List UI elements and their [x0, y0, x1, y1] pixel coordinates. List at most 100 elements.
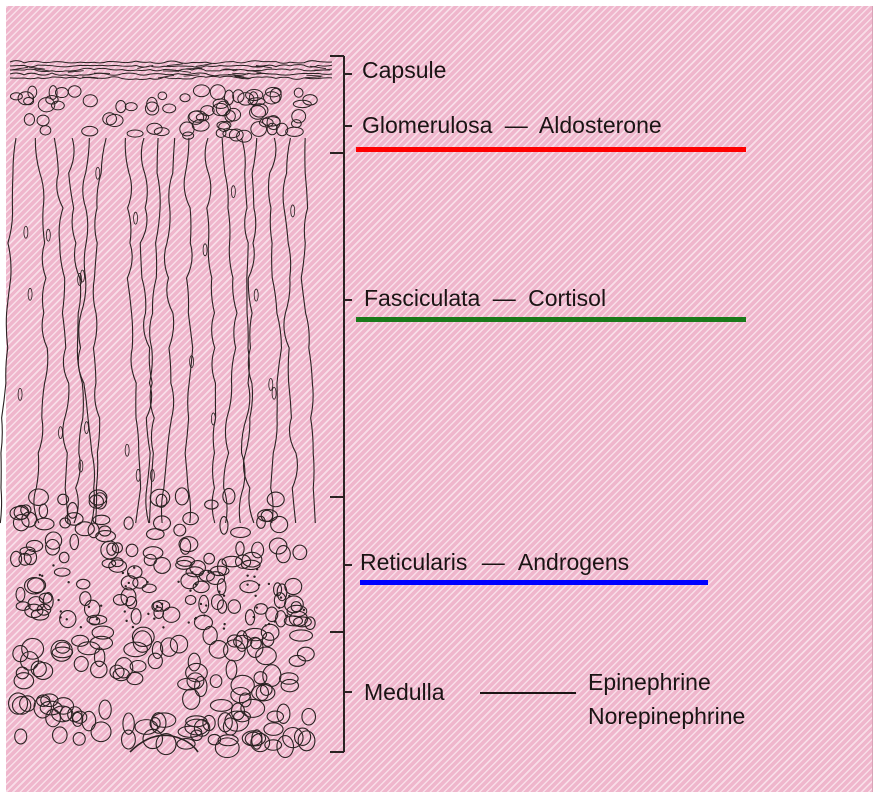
dash: —	[505, 112, 528, 138]
reticularis-cell	[147, 529, 165, 540]
fasciculata-nucleus	[125, 444, 129, 456]
reticularis-granule	[194, 618, 196, 620]
medulla-cell	[210, 700, 232, 712]
label-fasciculata: Fasciculata — Cortisol	[364, 287, 606, 310]
reticularis-granule	[253, 576, 255, 578]
reticularis-granule	[88, 606, 90, 608]
fasciculata-nucleus	[24, 226, 28, 238]
glomerulosa-cell	[264, 92, 280, 104]
reticularis-cell	[89, 490, 107, 505]
glomerulosa-cell	[219, 123, 230, 132]
hormone: Aldosterone	[539, 112, 662, 138]
glomerulosa-cell	[292, 110, 306, 123]
reticularis-cell	[240, 581, 259, 593]
fasciculata-nucleus	[18, 388, 22, 400]
medulla-cell	[260, 684, 272, 696]
reticularis-cell	[59, 552, 69, 563]
glomerulosa-cell	[192, 120, 209, 132]
medulla-cell	[188, 653, 200, 671]
reticularis-cell	[154, 558, 171, 574]
reticularis-granule	[177, 581, 179, 583]
reticularis-granule	[268, 583, 270, 585]
fasciculata-column	[184, 138, 193, 523]
reticularis-cell	[68, 503, 78, 519]
medulla-cells	[9, 624, 316, 757]
medulla-cell	[245, 732, 261, 745]
reticularis-granule	[205, 604, 207, 606]
reticularis-cell	[180, 538, 190, 554]
reticularis-cell	[143, 547, 163, 559]
glomerulosa-cell	[125, 103, 137, 111]
dash: —	[493, 285, 516, 311]
hormone: Norepinephrine	[588, 703, 745, 729]
reticularis-granule	[218, 590, 220, 592]
reticularis-granule	[288, 595, 290, 597]
medulla-cell	[290, 630, 313, 641]
reticularis-granule	[276, 594, 278, 596]
reticularis-granule	[246, 574, 248, 576]
hormone: Androgens	[518, 549, 629, 575]
reticularis-granule	[195, 583, 197, 585]
capsule-fiber	[167, 64, 183, 66]
fasciculata-nucleus	[203, 244, 207, 256]
medulla-cell	[110, 665, 124, 679]
fasciculata-nucleus	[79, 460, 83, 472]
reticularis-granule	[254, 595, 256, 597]
hormone: Epinephrine	[588, 669, 711, 695]
fasciculata-nucleus	[254, 289, 258, 301]
reticularis-granule	[41, 575, 43, 577]
reticularis-granule	[207, 571, 209, 573]
medulla-cell	[178, 726, 202, 737]
fasciculata-column	[239, 138, 250, 523]
reticularis-granule	[256, 606, 258, 608]
medulla-cell	[82, 711, 96, 730]
reticularis-granule	[223, 594, 225, 596]
reticularis-cell	[163, 607, 180, 622]
glomerulosa-cell	[263, 117, 281, 126]
reticularis-cell	[45, 532, 61, 549]
medulla-cell	[224, 640, 246, 661]
glomerulosa-cell	[24, 98, 34, 105]
medulla-cell	[15, 729, 27, 744]
medulla-cell	[78, 642, 100, 655]
zone-bracket	[330, 56, 352, 752]
reticularis-granule	[256, 568, 258, 570]
fasciculata-column	[140, 138, 154, 523]
reticularis-granule	[96, 618, 98, 620]
fasciculata-column	[93, 138, 106, 523]
medulla-cell	[72, 712, 82, 726]
medulla-cell	[215, 738, 239, 758]
reticularis-granule	[128, 582, 130, 584]
glomerulosa-cell	[68, 86, 81, 97]
reticularis-granule	[286, 614, 288, 616]
glomerulosa-cell	[116, 100, 126, 112]
glomerulosa-cell	[226, 108, 240, 121]
reticularis-granule	[258, 584, 260, 586]
reticularis-granule	[191, 571, 193, 573]
capsule-fiber	[10, 76, 332, 79]
fasciculata-nucleus	[46, 229, 50, 241]
reticularis-cell	[179, 537, 198, 552]
label-norepinephrine: Norepinephrine	[588, 705, 745, 728]
reticularis-granule	[100, 604, 102, 606]
reticularis-granule	[223, 623, 225, 625]
glomerulosa-cells	[10, 85, 317, 142]
reticularis-granule	[188, 621, 190, 623]
reticularis-granule	[223, 627, 225, 629]
reticularis-cell	[35, 518, 54, 530]
reticularis-cell	[204, 553, 215, 564]
reticularis-granule	[153, 617, 155, 619]
reticularis-granule	[156, 605, 158, 607]
medulla-cell	[277, 704, 290, 723]
glomerulosa-cell	[83, 95, 97, 107]
reticularis-cell	[131, 609, 141, 624]
medulla-cell	[133, 631, 152, 652]
glomerulosa-cell	[127, 130, 143, 137]
medulla-cell	[281, 679, 298, 691]
medulla-cell	[209, 641, 228, 659]
fasciculata-column	[268, 138, 281, 523]
glomerulosa-cell	[286, 127, 304, 136]
medulla-cell	[91, 661, 107, 678]
fasciculata-column	[69, 138, 84, 523]
reticularis-granule	[200, 603, 202, 605]
